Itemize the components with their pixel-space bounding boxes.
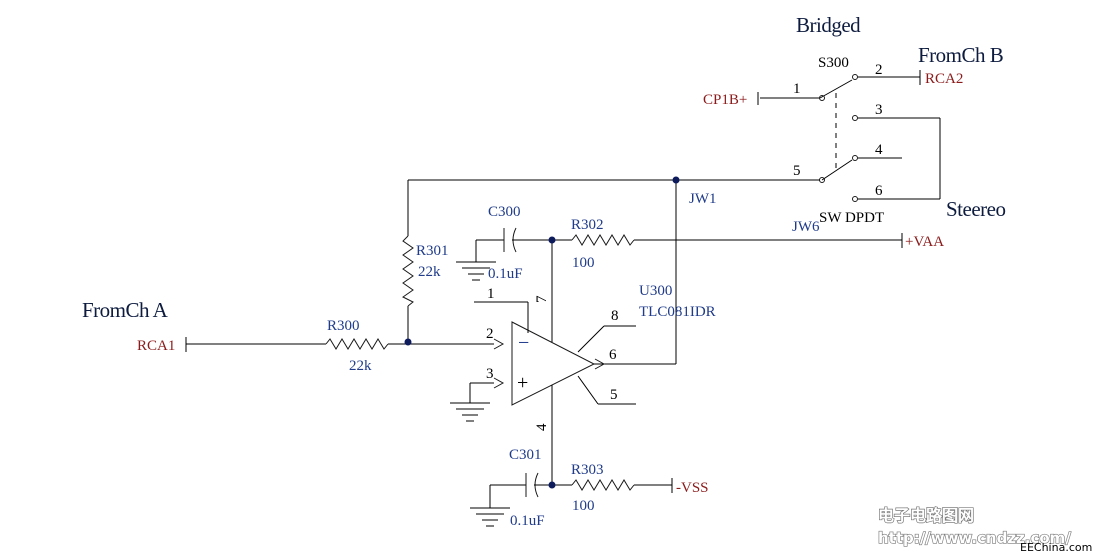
label-stereo: Steereo: [946, 197, 1005, 221]
pin-number: 4: [534, 423, 550, 431]
opamp-minus-sign: −: [518, 332, 529, 354]
ground-icon: [450, 402, 490, 422]
pin-number: 6: [609, 347, 617, 363]
label-u300: U300: [639, 283, 672, 299]
pin-number: 4: [875, 142, 883, 158]
pin-number: 1: [793, 81, 801, 97]
port-rca1: RCA1: [137, 338, 175, 354]
junction-dot: [404, 338, 412, 346]
watermark-url: http://www.cndzz.com/: [878, 529, 1071, 547]
resistor-r303: [571, 479, 635, 491]
switch-s300: [757, 70, 941, 202]
label-bridged: Bridged: [796, 13, 861, 37]
label-r302-value: 100: [572, 255, 595, 271]
pin-number: 2: [875, 62, 883, 78]
junction-dot: [548, 481, 556, 489]
resistor-r302: [571, 234, 635, 246]
noninverting-input: [450, 377, 505, 422]
resistor-r300: [325, 338, 389, 350]
port-vss: -VSS: [676, 480, 709, 496]
label-from-ch-b: FromCh B: [918, 43, 1003, 67]
label-r302: R302: [571, 217, 604, 233]
port-rca2: RCA2: [925, 71, 963, 87]
label-s300: S300: [818, 55, 849, 71]
label-c300-value: 0.1uF: [488, 266, 523, 282]
ground-icon: [470, 507, 510, 527]
watermark-eechina: EEChina.com: [1020, 541, 1092, 554]
junctions: [404, 176, 680, 489]
vaa-decoupling: [456, 227, 903, 281]
label-r300-value: 22k: [349, 358, 372, 374]
label-c300: C300: [488, 204, 521, 220]
label-c301: C301: [509, 447, 542, 463]
label-from-ch-a: FromCh A: [82, 298, 169, 322]
opamp-plus-sign: +: [517, 372, 528, 394]
label-tlc081: TLC081IDR: [639, 304, 716, 320]
port-cp1b: CP1B+: [703, 92, 747, 108]
label-r303-value: 100: [572, 498, 595, 514]
label-c301-value: 0.1uF: [510, 513, 545, 529]
pin-number: 3: [486, 366, 494, 382]
pin-number: 2: [486, 326, 494, 342]
watermark-cn: 电子电路图网: [878, 506, 974, 525]
pin-number: 5: [793, 163, 801, 179]
pin-number: 5: [610, 387, 618, 403]
ground-icon: [456, 261, 496, 281]
feedback-wires: [407, 179, 820, 364]
label-r300: R300: [327, 318, 360, 334]
label-r301-value: 22k: [418, 264, 441, 280]
pin-number: 1: [487, 286, 495, 302]
opamp-u300: [474, 240, 676, 485]
label-r303: R303: [571, 462, 604, 478]
vss-decoupling: [470, 472, 673, 527]
junction-dot: [548, 236, 556, 244]
input-branch: [185, 337, 505, 352]
label-sw-dpdt: SW DPDT: [819, 210, 884, 226]
junction-dot: [672, 176, 680, 184]
port-vaa: +VAA: [905, 234, 944, 250]
pin-number: 7: [534, 295, 550, 303]
pin-number: 3: [875, 102, 883, 118]
label-r301: R301: [416, 243, 449, 259]
label-jw1: JW1: [689, 191, 717, 207]
pin-number: 8: [611, 308, 619, 324]
resistor-r301: [402, 235, 414, 307]
label-jw6: JW6: [792, 219, 820, 235]
pin-number: 6: [875, 183, 883, 199]
